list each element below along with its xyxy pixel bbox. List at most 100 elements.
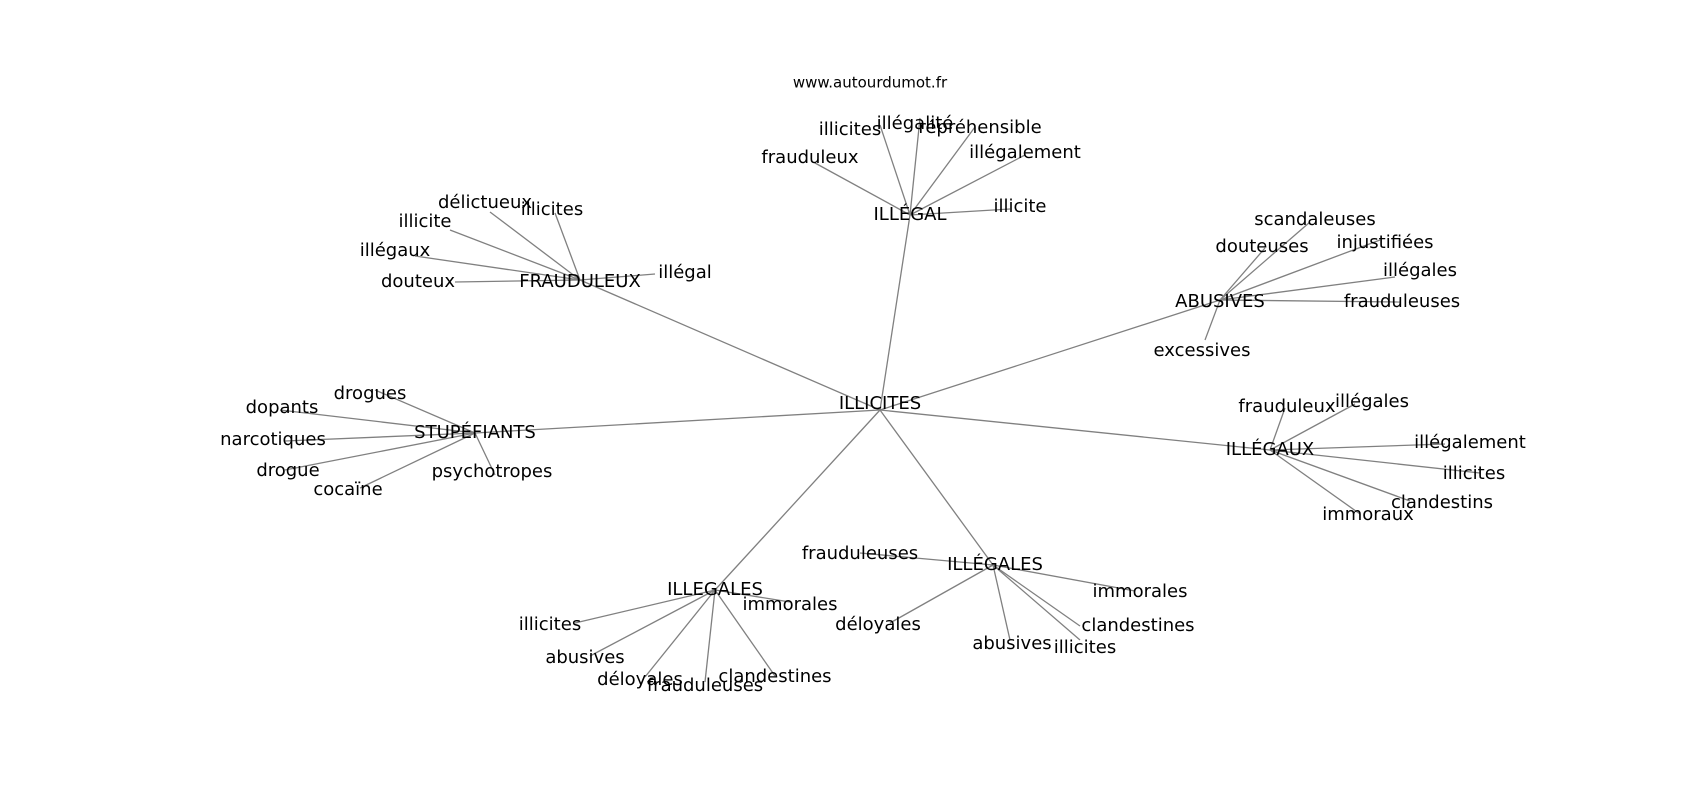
edge-hub-leaf	[859, 552, 994, 566]
edge-hub-leaf	[374, 389, 476, 434]
leaf-node-label: frauduleux	[761, 147, 858, 168]
leaf-node-label: déloyales	[597, 669, 683, 690]
hub-node-label: ILLÉGAL	[873, 203, 946, 225]
leaf-node-label: illégaux	[360, 240, 431, 261]
edge-hub-leaf	[489, 211, 581, 281]
leaf-node-label: psychotropes	[432, 461, 553, 482]
edge-hub-leaf	[554, 212, 581, 281]
leaf-node-label: abusives	[972, 633, 1051, 654]
leaf-node-label: drogues	[334, 383, 407, 404]
leaf-node-label: abusives	[545, 647, 624, 668]
edge-hub-leaf	[414, 255, 581, 281]
leaf-node-label: illicites	[1054, 637, 1116, 658]
edge-hub-leaf	[284, 432, 476, 442]
leaf-node-label: douteuses	[1215, 236, 1308, 257]
edge-hub-leaf	[909, 154, 1026, 216]
leaf-node-label: drogue	[256, 460, 319, 481]
edge-hub-leaf	[992, 564, 1081, 641]
edge-hub-leaf	[714, 589, 791, 603]
leaf-node-label: illégalement	[969, 142, 1081, 163]
leaf-node-label: délictueux	[438, 192, 532, 213]
leaf-node-label: illégalité	[877, 113, 954, 134]
leaf-node-label: frauduleuses	[647, 675, 763, 696]
edge-hub-leaf	[992, 564, 1136, 592]
edge-hub-leaf	[909, 208, 1011, 216]
edge-hub-leaf	[909, 126, 976, 216]
hub-node-label: FRAUDULEUX	[519, 271, 641, 292]
leaf-node-label: dopants	[246, 397, 319, 418]
edge-hub-leaf	[1269, 407, 1286, 451]
leaf-node-label: illégalement	[1414, 432, 1526, 453]
leaf-node-label: excessives	[1154, 340, 1251, 361]
graph-labels: www.autourdumot.fr ILLICITES ILLÉGAL illic…	[220, 74, 1526, 697]
leaf-node-label: illicites	[1443, 463, 1505, 484]
leaf-node-label: illicite	[993, 196, 1046, 217]
edge-root-hub	[879, 409, 994, 566]
edge-hub-leaf	[589, 589, 716, 657]
edge-hub-leaf	[279, 409, 476, 434]
leaf-node-label: scandaleuses	[1254, 209, 1375, 230]
graph-edges	[279, 117, 1481, 683]
edge-hub-leaf	[879, 124, 911, 216]
edge-root-hub	[879, 214, 911, 411]
edge-hub-leaf	[1204, 299, 1221, 341]
leaf-node-label: illicites	[819, 119, 881, 140]
leaf-node-label: frauduleux	[1238, 396, 1335, 417]
hub-node-label: ILLÉGAUX	[1226, 438, 1315, 460]
edge-root-hub	[579, 279, 881, 411]
edge-root-hub	[879, 409, 1271, 451]
edge-hub-leaf	[574, 589, 716, 624]
hub-node-label: STUPÉFIANTS	[414, 421, 536, 443]
leaf-node-label: illicite	[398, 211, 451, 232]
edge-hub-leaf	[1219, 239, 1381, 301]
leaf-node-label: clandestins	[1391, 492, 1493, 513]
edge-hub-leaf	[449, 229, 581, 281]
edge-root-hub	[879, 299, 1221, 411]
edge-root-hub	[714, 409, 881, 591]
edge-hub-leaf	[1219, 299, 1401, 303]
leaf-node-label: illicites	[521, 199, 583, 220]
edge-root-hub	[474, 409, 881, 434]
hub-node-label: ILLÉGALES	[947, 553, 1043, 575]
edge-hub-leaf	[579, 273, 656, 281]
leaf-node-label: cocaïne	[313, 479, 382, 500]
edge-hub-leaf	[909, 117, 921, 216]
leaf-node-label: immorales	[743, 594, 838, 615]
source-label: www.autourdumot.fr	[793, 74, 948, 92]
edge-hub-leaf	[284, 432, 476, 471]
hub-node-label: ABUSIVES	[1175, 291, 1265, 312]
edge-hub-leaf	[644, 589, 716, 678]
leaf-node-label: immoraux	[1322, 504, 1414, 525]
edge-hub-leaf	[1219, 276, 1396, 301]
edge-hub-leaf	[359, 432, 476, 489]
leaf-node-label: illégal	[658, 262, 712, 283]
edge-hub-leaf	[1269, 449, 1481, 474]
leaf-node-label: illicites	[519, 614, 581, 635]
leaf-node-label: clandestines	[718, 666, 831, 687]
edge-hub-leaf	[1269, 403, 1356, 451]
edge-hub-leaf	[714, 589, 776, 677]
edge-hub-leaf	[814, 162, 911, 216]
leaf-node-label: répréhensible	[918, 117, 1041, 138]
edge-hub-leaf	[889, 564, 994, 624]
leaf-node-label: douteux	[381, 271, 455, 292]
edge-hub-leaf	[474, 432, 496, 476]
leaf-node-label: illégales	[1383, 260, 1457, 281]
leaf-node-label: frauduleuses	[802, 543, 918, 564]
leaf-node-label: illégales	[1335, 391, 1409, 412]
edge-hub-leaf	[1219, 221, 1311, 301]
edge-hub-leaf	[1219, 247, 1266, 301]
root-node-label: ILLICITES	[839, 393, 921, 414]
edge-hub-leaf	[1269, 443, 1446, 451]
edge-hub-leaf	[992, 564, 1011, 641]
edge-hub-leaf	[1269, 449, 1411, 502]
edge-hub-leaf	[454, 279, 581, 283]
edge-hub-leaf	[992, 564, 1081, 627]
leaf-node-label: frauduleuses	[1344, 291, 1460, 312]
edge-hub-leaf	[704, 589, 716, 683]
leaf-node-label: clandestines	[1081, 615, 1194, 636]
leaf-node-label: immorales	[1093, 581, 1188, 602]
edge-hub-leaf	[1269, 449, 1361, 515]
leaf-node-label: déloyales	[835, 614, 921, 635]
